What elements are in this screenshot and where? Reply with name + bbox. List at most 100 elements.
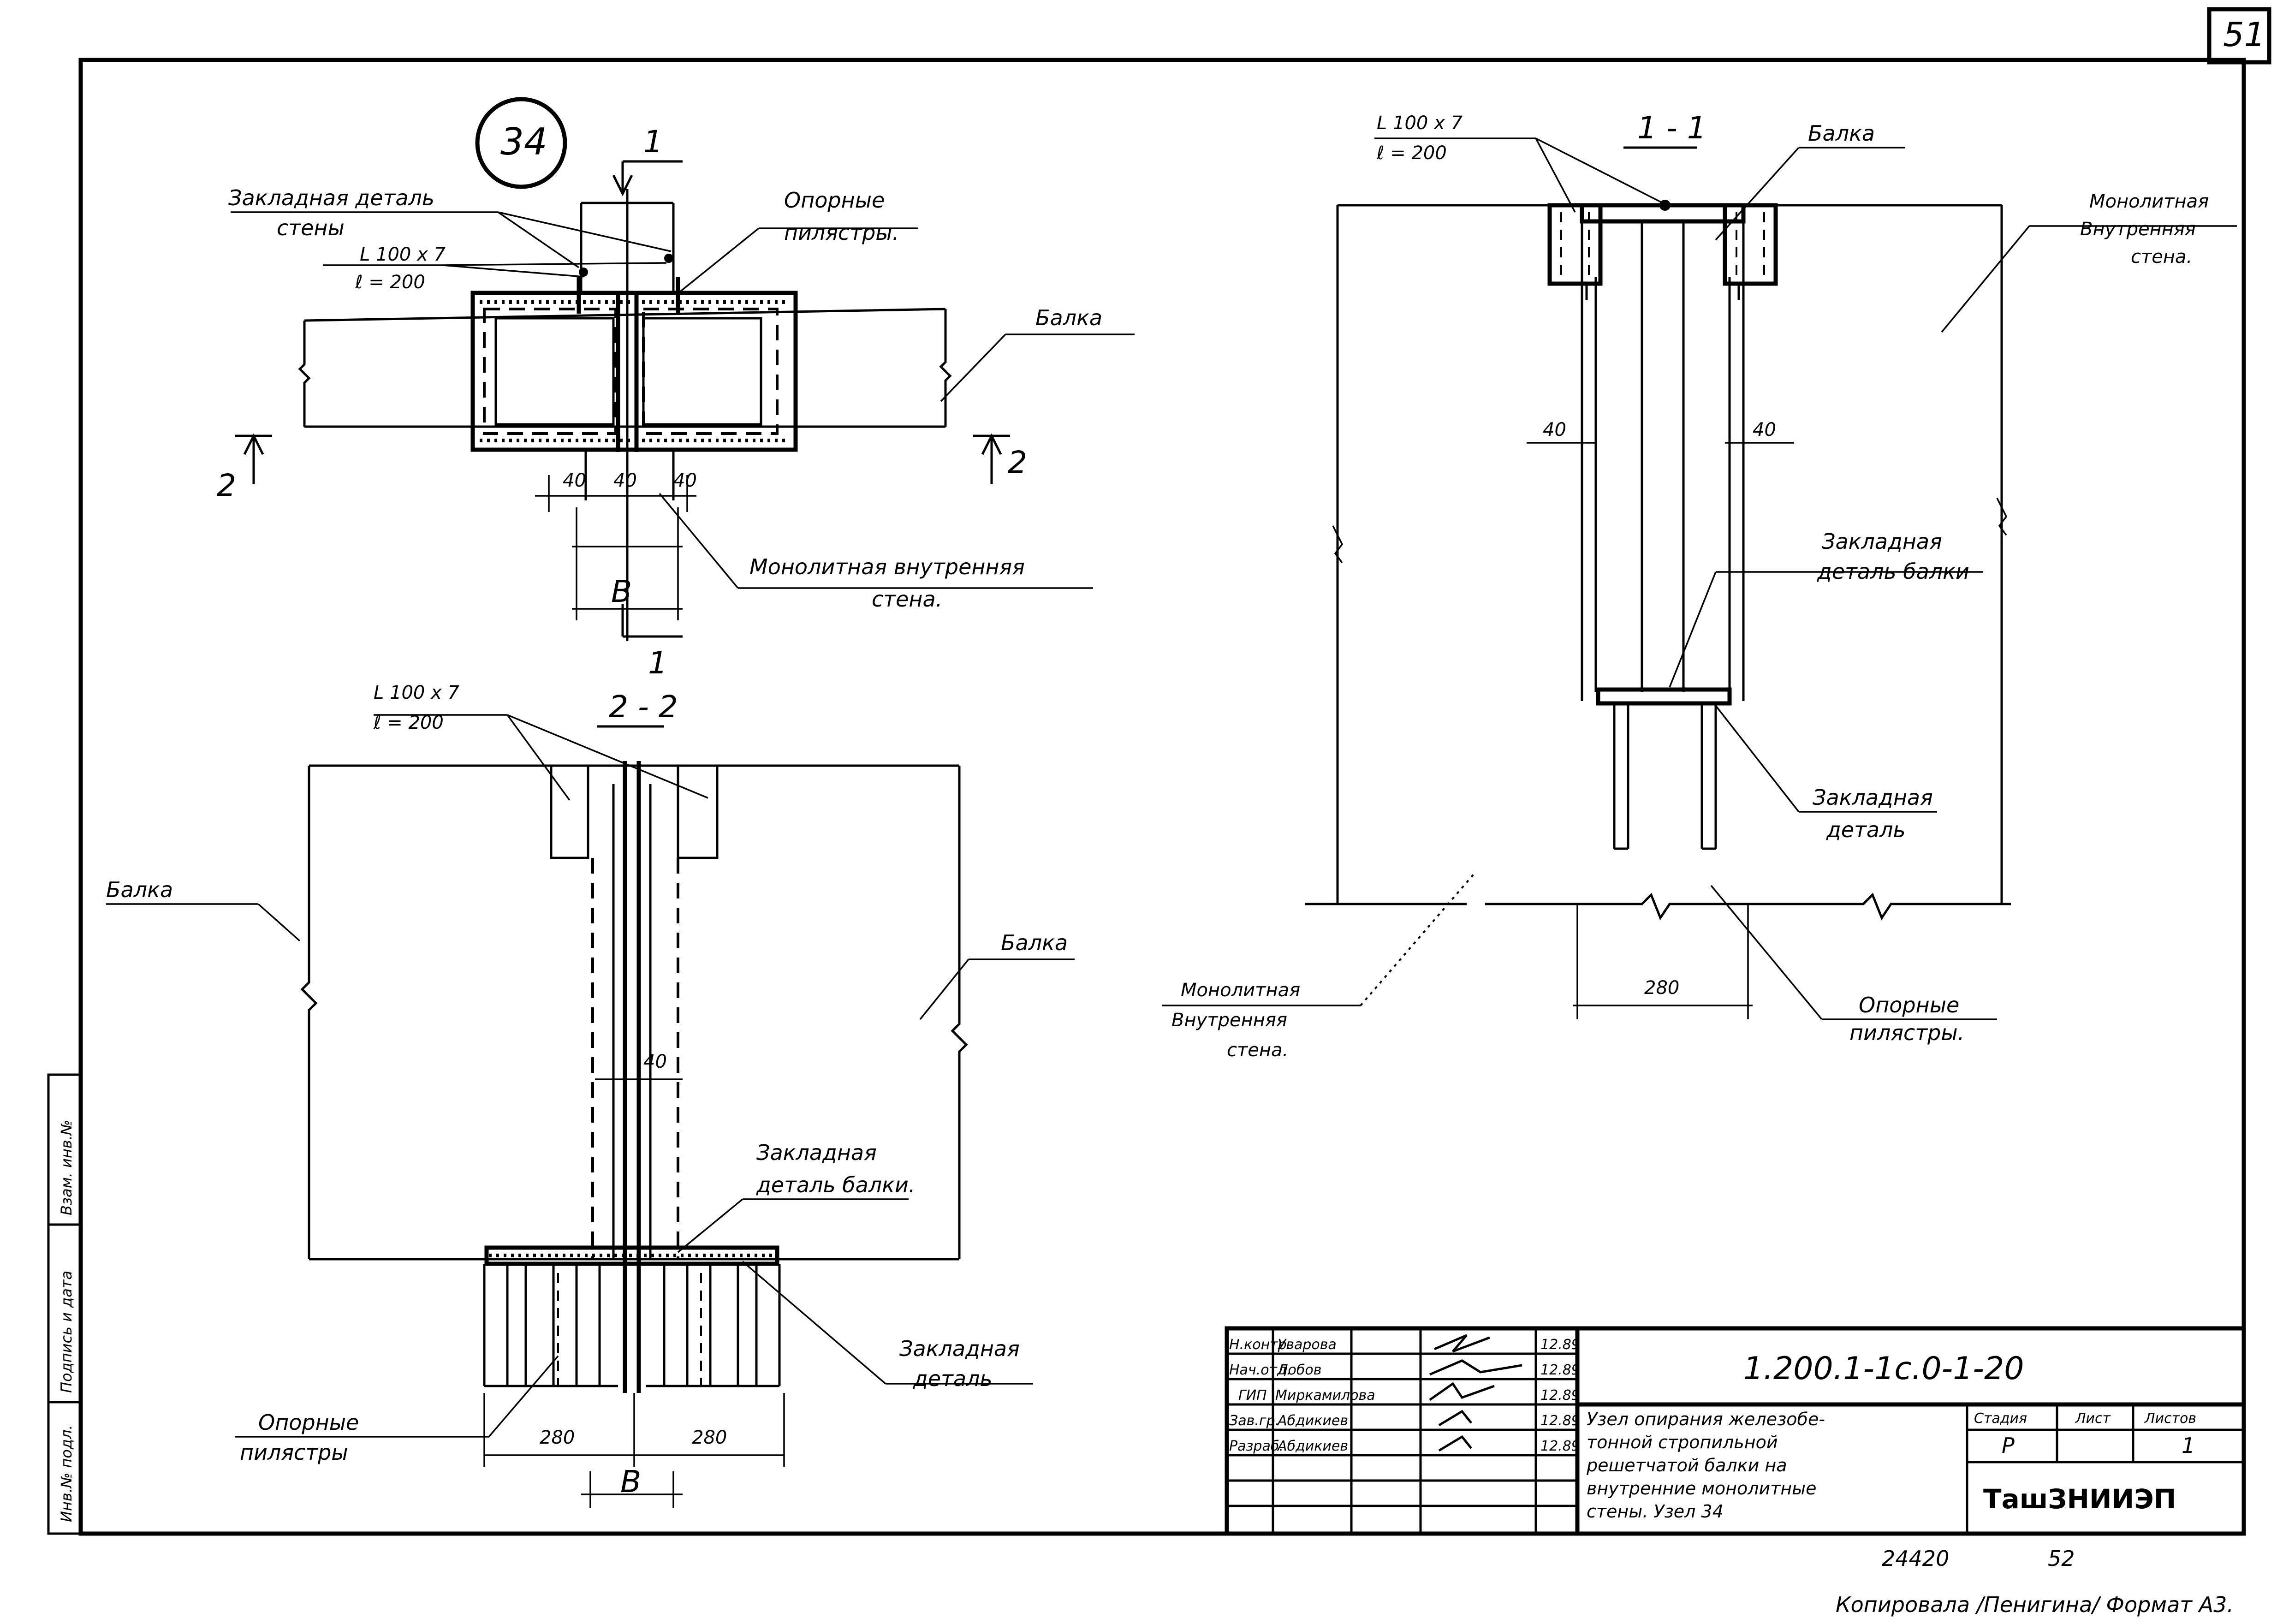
s22-label-pilasters-2: пилястры bbox=[240, 1440, 348, 1465]
plan-dim-40-b: 40 bbox=[613, 470, 637, 491]
plan-label-pilasters-2: пилястры. bbox=[784, 220, 899, 245]
side-stamp: Инв.№ подл. Подпись и дата Взам. инв.№ bbox=[47, 1073, 82, 1535]
side-stamp-signature: Подпись и дата bbox=[58, 1271, 75, 1393]
sheet-number: 51 bbox=[2223, 15, 2265, 54]
tb-stage-header: Стадия bbox=[1974, 1410, 2027, 1427]
s22-label-beam-right: Балка bbox=[1001, 930, 1068, 955]
tb-title-4: внутренние монолитные bbox=[1587, 1478, 1817, 1499]
section-mark-2-left: 2 bbox=[217, 468, 236, 503]
s11-label-wall-3: стена. bbox=[2131, 246, 2192, 268]
side-stamp-replace: Взам. инв.№ bbox=[58, 1120, 75, 1215]
tb-role: Нач.отд. bbox=[1229, 1362, 1291, 1378]
s22-label-beam-left: Балка bbox=[106, 877, 173, 902]
tb-name: Миркамилова bbox=[1275, 1387, 1375, 1404]
plan-label-angle: L 100 x 7 bbox=[360, 244, 446, 265]
title-block-row-4: Зав.гр. Абдикиев 12.89 bbox=[1229, 1413, 1580, 1429]
side-stamp-inventory: Инв.№ подл. bbox=[58, 1425, 75, 1522]
drawing-frame bbox=[78, 58, 2246, 1536]
tb-date: 12.89 bbox=[1540, 1337, 1580, 1353]
section-1-1-title: 1 - 1 bbox=[1637, 110, 1706, 146]
s22-label-embedded-beam-1: Закладная bbox=[756, 1140, 877, 1165]
plan-view: 34 1 1 2 2 bbox=[217, 97, 1135, 681]
plan-label-embedded-wall-1: Закладная деталь bbox=[228, 185, 434, 210]
tb-title-5: стены. Узел 34 bbox=[1587, 1501, 1724, 1522]
tb-date: 12.89 bbox=[1540, 1387, 1580, 1404]
node-circle bbox=[475, 97, 567, 189]
s22-label-angle: L 100 x 7 bbox=[374, 682, 459, 703]
tb-date: 12.89 bbox=[1540, 1438, 1580, 1454]
plan-dim-b: В bbox=[611, 574, 632, 609]
section-mark-1-bottom: 1 bbox=[648, 645, 667, 681]
s11-label-beam: Балка bbox=[1808, 121, 1875, 146]
s22-dim-b: В bbox=[620, 1464, 641, 1499]
s11-label-angle: L 100 x 7 bbox=[1377, 113, 1463, 134]
title-block-row-1: Н.контр. Уварова 12.89 bbox=[1229, 1337, 1580, 1353]
s11-label-embedded-2: деталь bbox=[1826, 817, 1906, 842]
section-mark-1-top: 1 bbox=[643, 124, 663, 160]
tb-role: Разраб. bbox=[1229, 1438, 1284, 1454]
tb-sheet-header: Лист bbox=[2075, 1410, 2111, 1427]
s22-dim-280-right: 280 bbox=[692, 1427, 727, 1448]
tb-sheets-header: Листов bbox=[2144, 1410, 2196, 1427]
copied-by-note: Копировала /Пенигина/ Формат А3. bbox=[1836, 1592, 2234, 1617]
archive-sheet: 52 bbox=[2048, 1546, 2075, 1571]
plan-label-angle-len: ℓ = 200 bbox=[355, 272, 425, 293]
tb-name: Лобов bbox=[1277, 1362, 1321, 1378]
section-mark-2-right: 2 bbox=[1008, 445, 1027, 480]
archive-number: 24420 bbox=[1882, 1546, 1949, 1571]
plan-label-wall-2: стена. bbox=[872, 587, 942, 612]
node-number: 34 bbox=[500, 120, 547, 163]
tb-date: 12.89 bbox=[1540, 1362, 1580, 1378]
title-block-row-3: ГИП Миркамилова 12.89 bbox=[1238, 1387, 1580, 1404]
tb-role: Н.контр. bbox=[1229, 1337, 1291, 1353]
plan-dim-40-a: 40 bbox=[563, 470, 586, 491]
s11-label-wall2-3: стена. bbox=[1227, 1040, 1288, 1061]
s11-label-angle-len: ℓ = 200 bbox=[1376, 143, 1447, 164]
plan-dim-40-c: 40 bbox=[673, 470, 697, 491]
tb-stage-value: Р bbox=[2002, 1433, 2015, 1458]
tb-role: Зав.гр. bbox=[1229, 1413, 1279, 1429]
tb-role: ГИП bbox=[1238, 1387, 1267, 1404]
s11-label-wall-1: Монолитная bbox=[2089, 191, 2209, 212]
tb-title-3: решетчатой балки на bbox=[1586, 1455, 1787, 1475]
s22-dim-280-left: 280 bbox=[540, 1427, 575, 1448]
s22-label-embedded-beam-2: деталь балки. bbox=[756, 1172, 915, 1197]
s11-dim-280: 280 bbox=[1644, 977, 1679, 999]
section-2-2: 2 - 2 bbox=[106, 682, 1075, 1508]
s11-label-pilasters-2: пилястры. bbox=[1849, 1020, 1964, 1045]
s11-label-embedded-beam-2: деталь балки bbox=[1817, 559, 1969, 584]
s22-label-pilasters-1: Опорные bbox=[258, 1410, 359, 1435]
plan-label-wall-1: Монолитная внутренняя bbox=[749, 554, 1025, 579]
s11-label-pilasters-1: Опорные bbox=[1859, 993, 1959, 1017]
tb-date: 12.89 bbox=[1540, 1413, 1580, 1429]
s22-label-angle-len: ℓ = 200 bbox=[373, 712, 444, 733]
plan-label-embedded-wall-2: стены bbox=[277, 215, 345, 240]
title-block: Н.контр. Уварова 12.89 Нач.отд. Лобов 12… bbox=[1225, 1326, 2246, 1536]
plan-label-beam: Балка bbox=[1035, 305, 1102, 330]
s11-label-embedded-1: Закладная bbox=[1813, 785, 1933, 810]
s11-dim-40-right: 40 bbox=[1753, 419, 1776, 440]
s11-label-wall-2: Внутренняя bbox=[2080, 219, 2196, 240]
tb-name: Абдикиев bbox=[1277, 1413, 1348, 1429]
section-2-2-title: 2 - 2 bbox=[609, 689, 678, 725]
tb-title-2: тонной стропильной bbox=[1587, 1432, 1778, 1452]
tb-sheets-value: 1 bbox=[2182, 1433, 2195, 1458]
s22-dim-40: 40 bbox=[643, 1051, 667, 1072]
title-block-row-2: Нач.отд. Лобов 12.89 bbox=[1229, 1362, 1580, 1378]
s11-label-wall2-1: Монолитная bbox=[1181, 980, 1300, 1001]
s11-label-wall2-2: Внутренняя bbox=[1171, 1010, 1287, 1031]
s11-dim-40-left: 40 bbox=[1543, 419, 1566, 440]
s11-label-embedded-beam-1: Закладная bbox=[1822, 529, 1942, 554]
plan-label-pilasters-1: Опорные bbox=[784, 188, 885, 213]
tb-code: 1.200.1-1с.0-1-20 bbox=[1743, 1350, 2024, 1387]
s22-label-embedded-2: деталь bbox=[913, 1366, 993, 1391]
tb-organization: ТашЗНИИЭП bbox=[1983, 1483, 2176, 1515]
s22-label-embedded-1: Закладная bbox=[899, 1336, 1020, 1361]
tb-title-1: Узел опирания железобе- bbox=[1587, 1409, 1825, 1429]
section-1-1: 1 - 1 bbox=[1162, 110, 2237, 1061]
tb-name: Уварова bbox=[1278, 1337, 1337, 1353]
title-block-row-5: Разраб. Абдикиев 12.89 bbox=[1229, 1438, 1580, 1454]
tb-name: Абдикиев bbox=[1277, 1438, 1348, 1454]
